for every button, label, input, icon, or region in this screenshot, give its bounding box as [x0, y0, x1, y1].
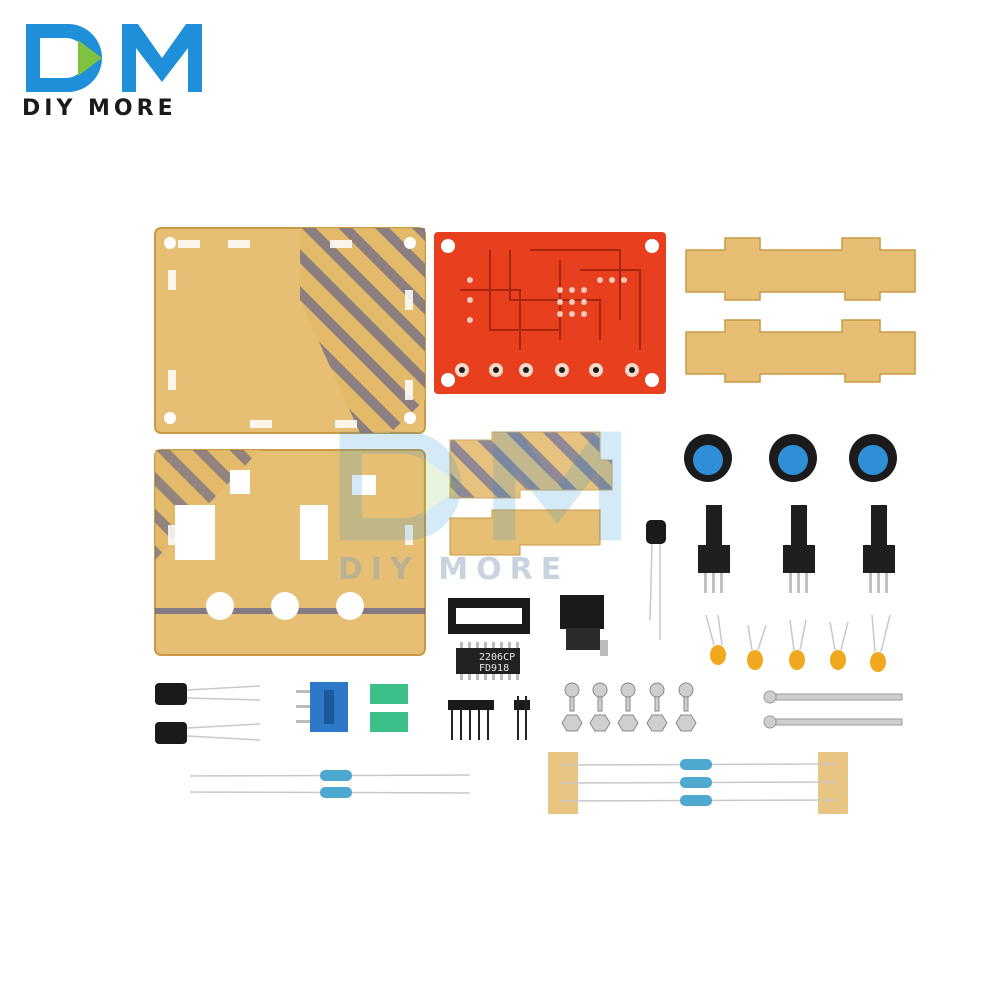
resistors	[189, 752, 848, 814]
ic-socket	[448, 598, 530, 634]
watermark-logo-icon	[339, 431, 622, 541]
chip-marking: 2206CP FD918	[479, 652, 515, 674]
ceramic-capacitors	[705, 614, 891, 672]
potentiometers	[698, 505, 895, 593]
xr2206-chip	[456, 642, 520, 680]
diy-more-logo-icon	[26, 24, 202, 92]
pin-headers	[448, 696, 530, 740]
slide-switch	[296, 682, 348, 732]
acrylic-side-strips	[685, 237, 916, 383]
acrylic-bottom-panel	[154, 449, 426, 656]
signal-generator-pcb	[434, 232, 666, 394]
acrylic-top-panel	[154, 227, 426, 434]
inductor	[646, 520, 666, 640]
brand-name: DIY MORE	[22, 96, 177, 121]
chip-marking-line2: FD918	[479, 663, 510, 674]
dc-power-jack	[560, 595, 608, 656]
knob-caps	[684, 434, 897, 482]
long-bolts	[763, 690, 903, 729]
electrolytic-capacitors	[155, 683, 261, 744]
screws-and-nuts	[561, 682, 697, 732]
acrylic-middle-pieces	[449, 431, 613, 556]
jumper-caps	[370, 684, 408, 732]
chip-marking-line1: 2206CP	[479, 652, 516, 663]
watermark-name: DIY MORE	[338, 552, 570, 587]
